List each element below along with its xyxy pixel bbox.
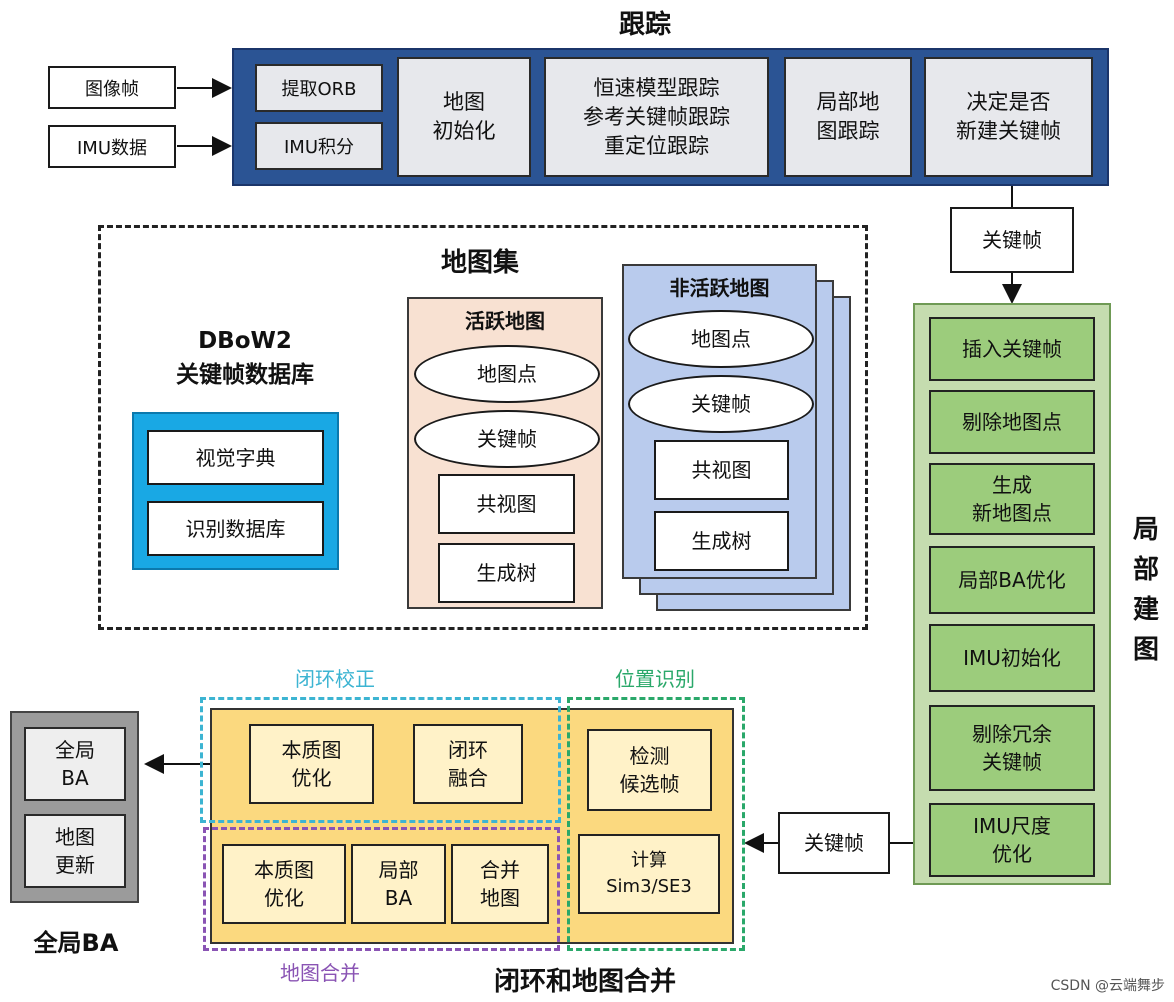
dbow-title: DBoW2 关键帧数据库 <box>176 328 314 388</box>
map-initialization-box: 地图 初始化 <box>397 57 531 177</box>
watermark: CSDN @云端舞步 <box>1050 978 1165 994</box>
global-ba-title: 全局BA <box>33 928 119 957</box>
loop-fusion-box: 闭环 融合 <box>413 724 523 804</box>
local-ba-optimization-step: 局部BA优化 <box>929 546 1095 614</box>
loop-merge-title: 闭环和地图合并 <box>493 966 676 997</box>
atlas-title: 地图集 <box>440 247 519 278</box>
active-keyframes-ellipse: 关键帧 <box>414 410 600 468</box>
local-ba-box: 局部 BA <box>351 844 446 924</box>
map-merge-region <box>203 827 560 951</box>
visual-vocabulary-box: 视觉字典 <box>147 430 324 485</box>
atlas-container <box>98 225 868 630</box>
tracking-methods-box: 恒速模型跟踪 参考关键帧跟踪 重定位跟踪 <box>544 57 769 177</box>
active-map-title: 活跃地图 <box>465 309 545 333</box>
imu-initialization-step: IMU初始化 <box>929 624 1095 692</box>
essential-graph-optimization-box-2: 本质图 优化 <box>222 844 346 924</box>
essential-graph-optimization-box-1: 本质图 优化 <box>249 724 374 804</box>
map-merge-label: 地图合并 <box>280 961 360 985</box>
create-new-map-points-step: 生成 新地图点 <box>929 463 1095 535</box>
active-covisibility-graph-box: 共视图 <box>438 474 575 534</box>
inactive-spanning-tree-box: 生成树 <box>654 511 789 571</box>
inactive-map-title: 非活跃地图 <box>669 276 770 300</box>
keyframe-label-bottom: 关键帧 <box>778 812 890 874</box>
keyframe-label-top: 关键帧 <box>950 207 1074 273</box>
local-mapping-title: 局 部 建 图 <box>1132 515 1159 665</box>
cull-map-points-step: 剔除地图点 <box>929 390 1095 454</box>
active-spanning-tree-box: 生成树 <box>438 543 575 603</box>
inactive-covisibility-graph-box: 共视图 <box>654 440 789 500</box>
map-update-box: 地图 更新 <box>24 814 126 888</box>
imu-data-input: IMU数据 <box>48 125 176 168</box>
inactive-map-points-ellipse: 地图点 <box>628 310 814 368</box>
loop-correction-label: 闭环校正 <box>295 667 375 691</box>
place-recognition-label: 位置识别 <box>615 667 695 691</box>
loop-correction-region <box>200 697 561 823</box>
merge-maps-box: 合并 地图 <box>451 844 549 924</box>
tracking-title: 跟踪 <box>618 9 671 40</box>
full-ba-box: 全局 BA <box>24 727 126 801</box>
decide-new-keyframe-box: 决定是否 新建关键帧 <box>924 57 1093 177</box>
recognition-database-box: 识别数据库 <box>147 501 324 556</box>
insert-keyframe-step: 插入关键帧 <box>929 317 1095 381</box>
local-map-tracking-box: 局部地 图跟踪 <box>784 57 912 177</box>
inactive-keyframes-ellipse: 关键帧 <box>628 375 814 433</box>
detect-candidates-box: 检测 候选帧 <box>587 729 712 811</box>
place-recognition-region <box>567 697 745 951</box>
imu-integration-box: IMU积分 <box>255 122 383 170</box>
compute-sim3-box: 计算 Sim3/SE3 <box>578 834 720 914</box>
active-map-points-ellipse: 地图点 <box>414 345 600 403</box>
imu-scale-optimization-step: IMU尺度 优化 <box>929 803 1095 877</box>
cull-redundant-keyframes-step: 剔除冗余 关键帧 <box>929 705 1095 791</box>
image-frame-input: 图像帧 <box>48 66 176 109</box>
extract-orb-box: 提取ORB <box>255 64 383 112</box>
